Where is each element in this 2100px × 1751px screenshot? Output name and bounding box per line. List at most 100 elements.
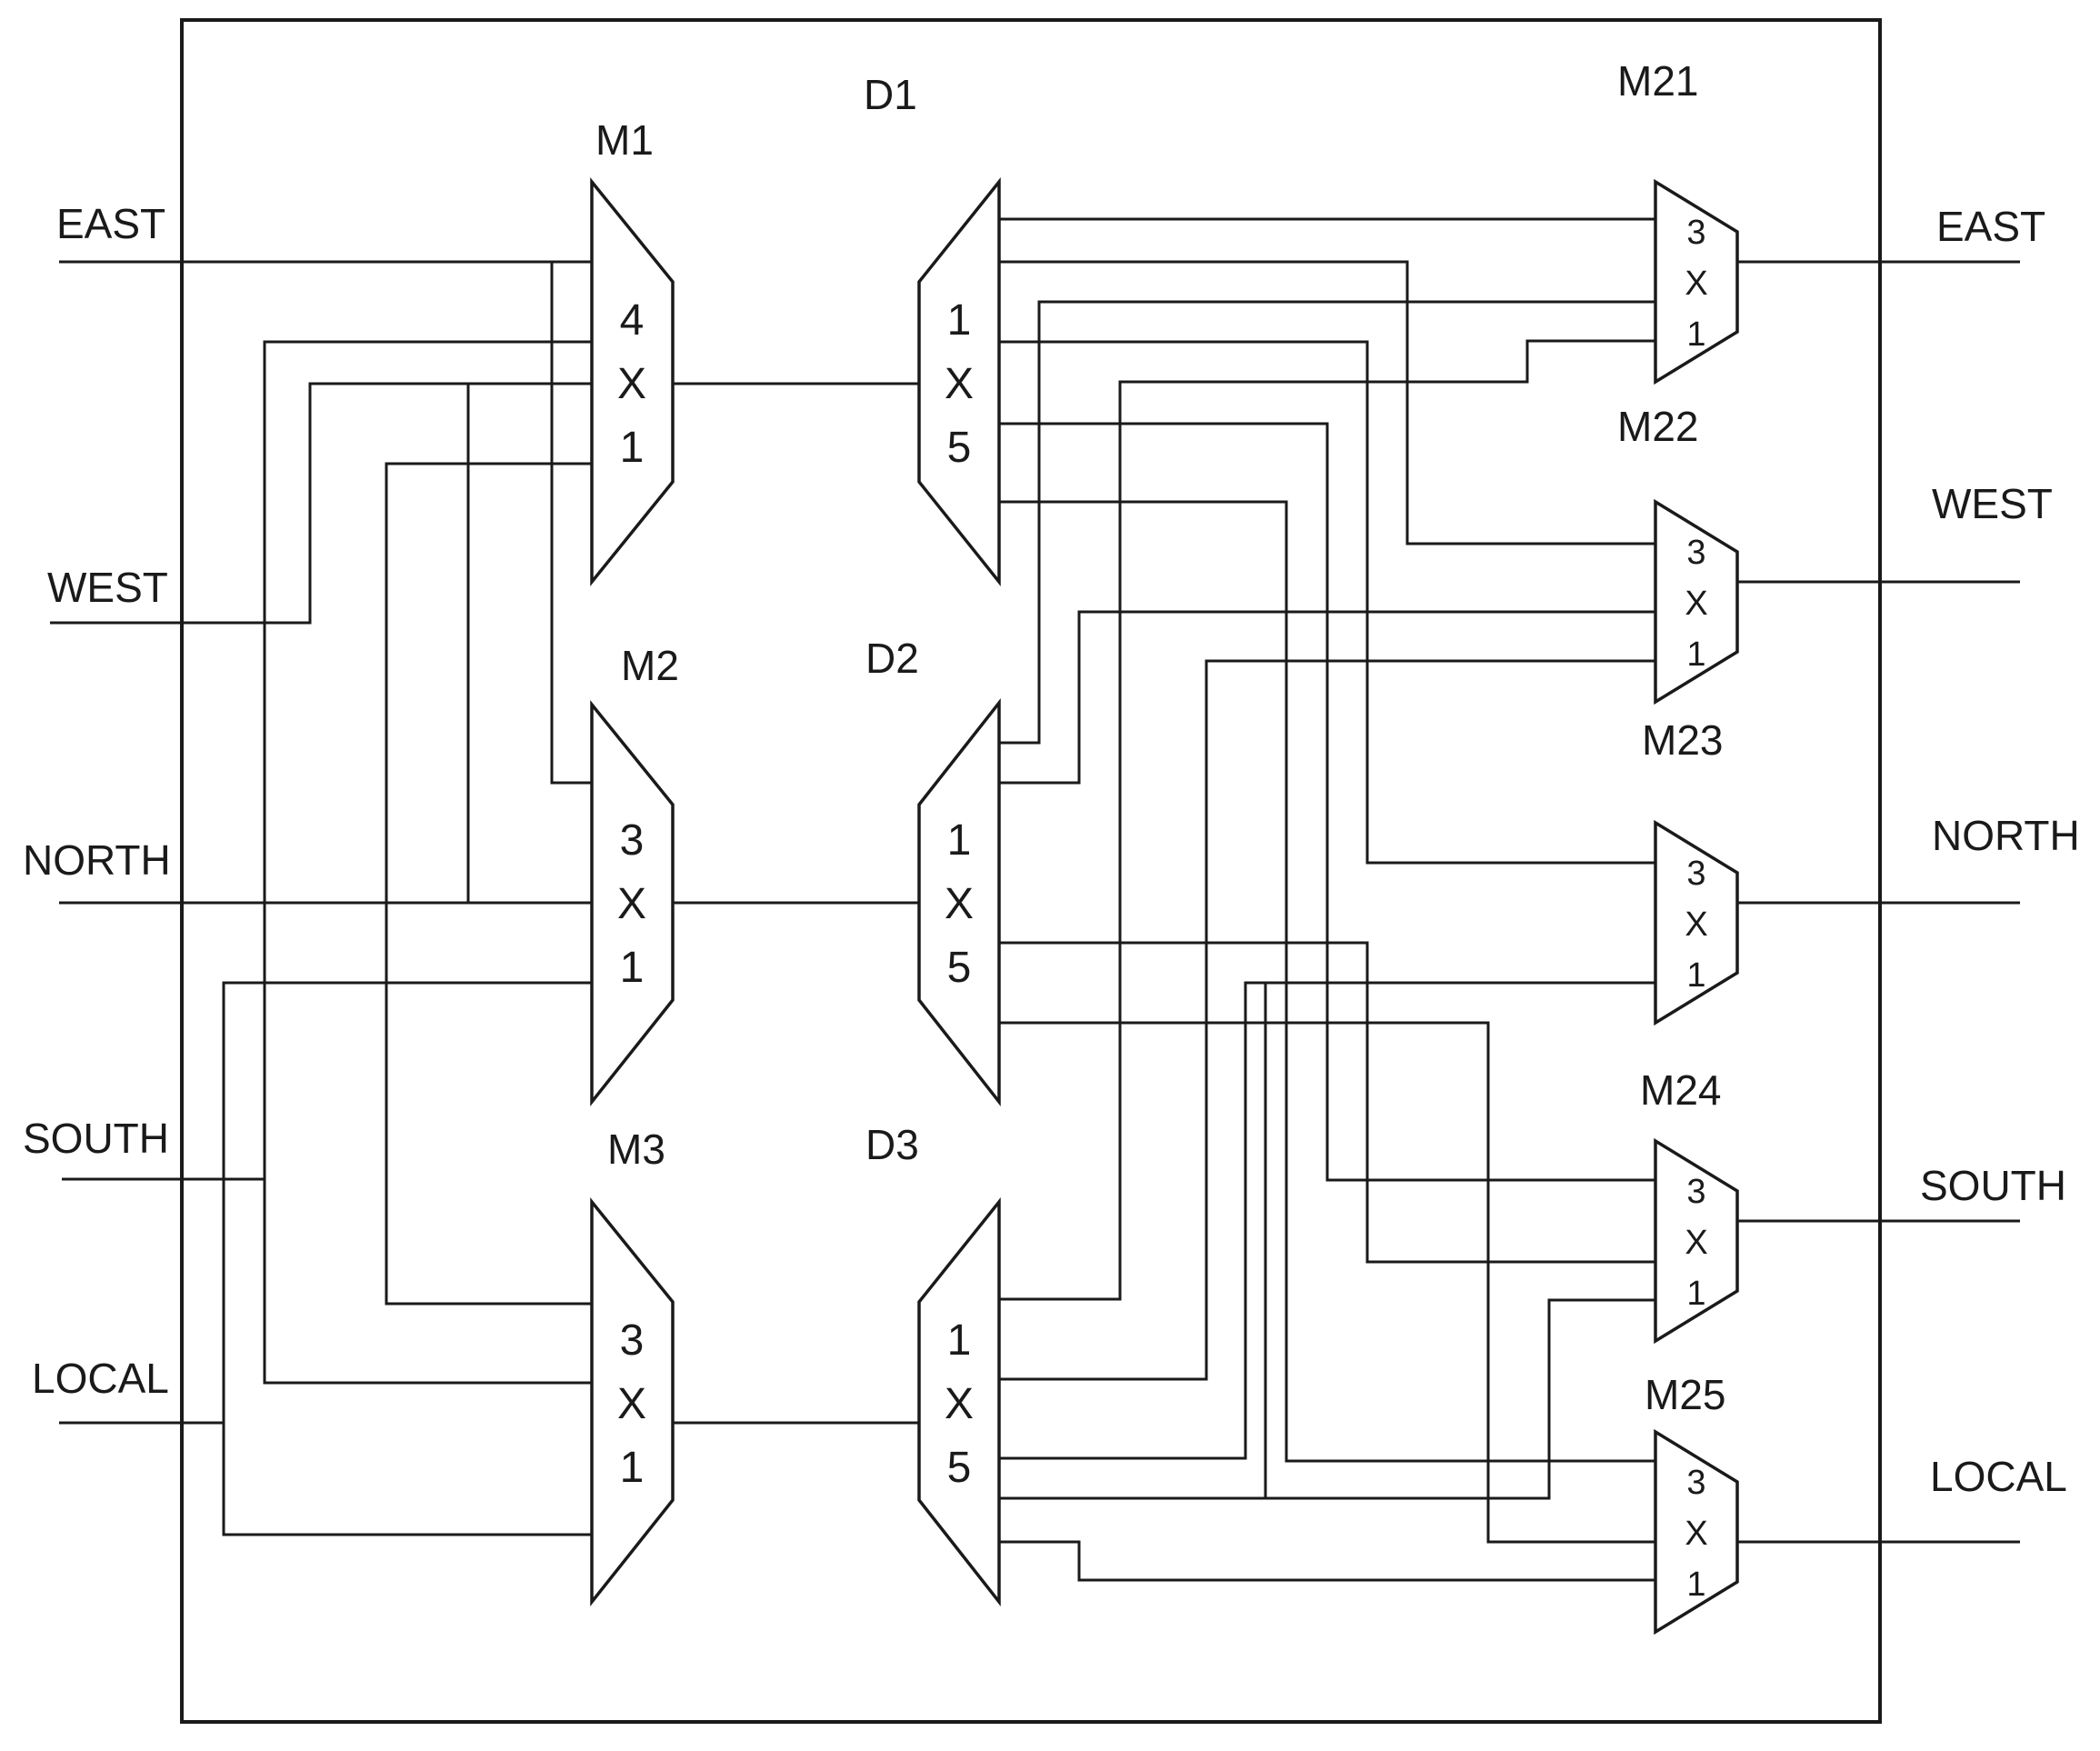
mux-m1-size-c: 1 [620,424,645,472]
wire-d2-m25 [999,1021,1655,1544]
mux-m2-label: M2 [621,642,679,689]
demux-d3-size-c: 5 [947,1444,972,1492]
input-label-south: SOUTH [23,1115,169,1162]
mux-m21-size-a: 3 [1686,214,1705,252]
mux-m25-shape [1654,1428,1739,1636]
mux-m25-size-c: 1 [1686,1566,1705,1604]
mux-m25-size-b: X [1685,1515,1707,1553]
mux-m22-shape [1654,498,1739,705]
output-mux-m24: M24 3 X 1 [1640,1066,1739,1345]
wire-d2-m24 [999,941,1655,1264]
input-mux-m1: M1 4 X 1 [590,116,675,586]
mux-m1-shape [590,177,675,586]
output-mux-m22: M22 3 X 1 [1617,403,1739,705]
demux-d1-shape [917,177,1001,586]
input-label-west: WEST [47,564,168,611]
wire-in-local [59,981,592,1425]
mux-m3-size-a: 3 [620,1316,645,1365]
demux-d2-size-a: 1 [947,816,972,865]
mux-m2-shape [590,700,675,1107]
mux-m21-shape [1654,178,1739,385]
wire-d3-m25 [999,1540,1655,1582]
wire-south-to-m3 [263,1179,592,1385]
mux-m24-size-c: 1 [1686,1275,1705,1313]
mux-m3-size-c: 1 [620,1444,645,1492]
demux-d2: D2 1 X 5 [865,635,1001,1107]
demux-d3-label: D3 [865,1121,919,1168]
input-label-north: NORTH [23,836,171,884]
wire-east-to-m2 [550,262,592,785]
mux-m3-shape [590,1197,675,1607]
mux-m2-size-b: X [617,880,646,928]
mux-m21-size-c: 1 [1686,315,1705,354]
mux-m22-size-a: 3 [1686,534,1705,572]
output-label-east: EAST [1936,203,2045,250]
mux-m1-size-a: 4 [620,296,645,345]
output-label-local: LOCAL [1930,1453,2067,1500]
wire-d3-m23 [999,981,1655,1460]
demux-d2-label: D2 [865,635,919,682]
wire-in-west [50,382,592,625]
output-mux-m21: M21 3 X 1 [1617,57,1739,385]
mux-m3-size-b: X [617,1380,646,1428]
output-label-south: SOUTH [1920,1162,2066,1209]
mux-m24-label: M24 [1640,1066,1721,1114]
wire-north-to-m1 [385,462,592,903]
mux-m24-shape [1654,1137,1739,1345]
mux-m21-label: M21 [1617,57,1698,105]
mux-m23-size-a: 3 [1686,855,1705,893]
output-mux-m25: M25 3 X 1 [1645,1371,1739,1636]
wire-local-to-m3 [222,1423,592,1536]
wire-d1-m24 [999,422,1655,1182]
wiring [50,217,2020,1582]
mux-m24-size-a: 3 [1686,1173,1705,1211]
mux-m25-label: M25 [1645,1371,1725,1418]
demux-d1-label: D1 [864,71,917,118]
demux-d3-size-a: 1 [947,1316,972,1365]
input-label-local: LOCAL [32,1355,169,1402]
mux-m23-size-b: X [1685,906,1707,944]
input-label-east: EAST [56,200,165,247]
wire-in-south [62,340,592,1181]
demux-d2-size-c: 5 [947,944,972,992]
demux-d3-size-b: X [945,1380,974,1428]
demux-d2-size-b: X [945,880,974,928]
mux-m23-size-c: 1 [1686,956,1705,995]
wire-d1-m22 [999,260,1655,545]
wire-north-to-m3 [385,903,592,1306]
wire-d2-m22 [999,610,1655,785]
input-port-labels: EAST WEST NORTH SOUTH LOCAL [23,200,171,1402]
mux-m21-size-b: X [1685,265,1707,303]
mux-m2-size-c: 1 [620,944,645,992]
output-label-north: NORTH [1932,812,2080,859]
output-port-labels: EAST WEST NORTH SOUTH LOCAL [1920,203,2080,1500]
wire-d3-m21 [999,339,1655,1301]
demux-d3-shape [917,1197,1001,1607]
output-mux-m23: M23 3 X 1 [1642,716,1739,1026]
router-frame [180,18,1882,1724]
mux-m24-size-b: X [1685,1224,1707,1262]
mux-m1-size-b: X [617,360,646,408]
wire-d3-m22 [999,659,1655,1381]
mux-m2-size-a: 3 [620,816,645,865]
demux-d3: D3 1 X 5 [865,1121,1001,1607]
mux-m1-label: M1 [595,116,654,164]
wire-d3-m24 [999,1298,1655,1500]
output-label-west: WEST [1932,480,2053,527]
mux-m25-size-a: 3 [1686,1464,1705,1502]
demux-d2-shape [917,697,1001,1107]
wire-west-to-m2 [466,384,592,905]
mux-m23-shape [1654,819,1739,1026]
demux-d1-size-c: 5 [947,424,972,472]
demux-d1-size-a: 1 [947,296,972,345]
input-mux-m3: M3 3 X 1 [590,1126,675,1607]
mux-m23-label: M23 [1642,716,1723,764]
input-mux-m2: M2 3 X 1 [590,642,679,1107]
wire-d2-m21 [999,300,1655,745]
demux-d1-size-b: X [945,360,974,408]
wire-d1-m23 [999,340,1655,865]
mux-m22-size-b: X [1685,585,1707,623]
mux-m22-size-c: 1 [1686,635,1705,674]
mux-m22-label: M22 [1617,403,1698,450]
